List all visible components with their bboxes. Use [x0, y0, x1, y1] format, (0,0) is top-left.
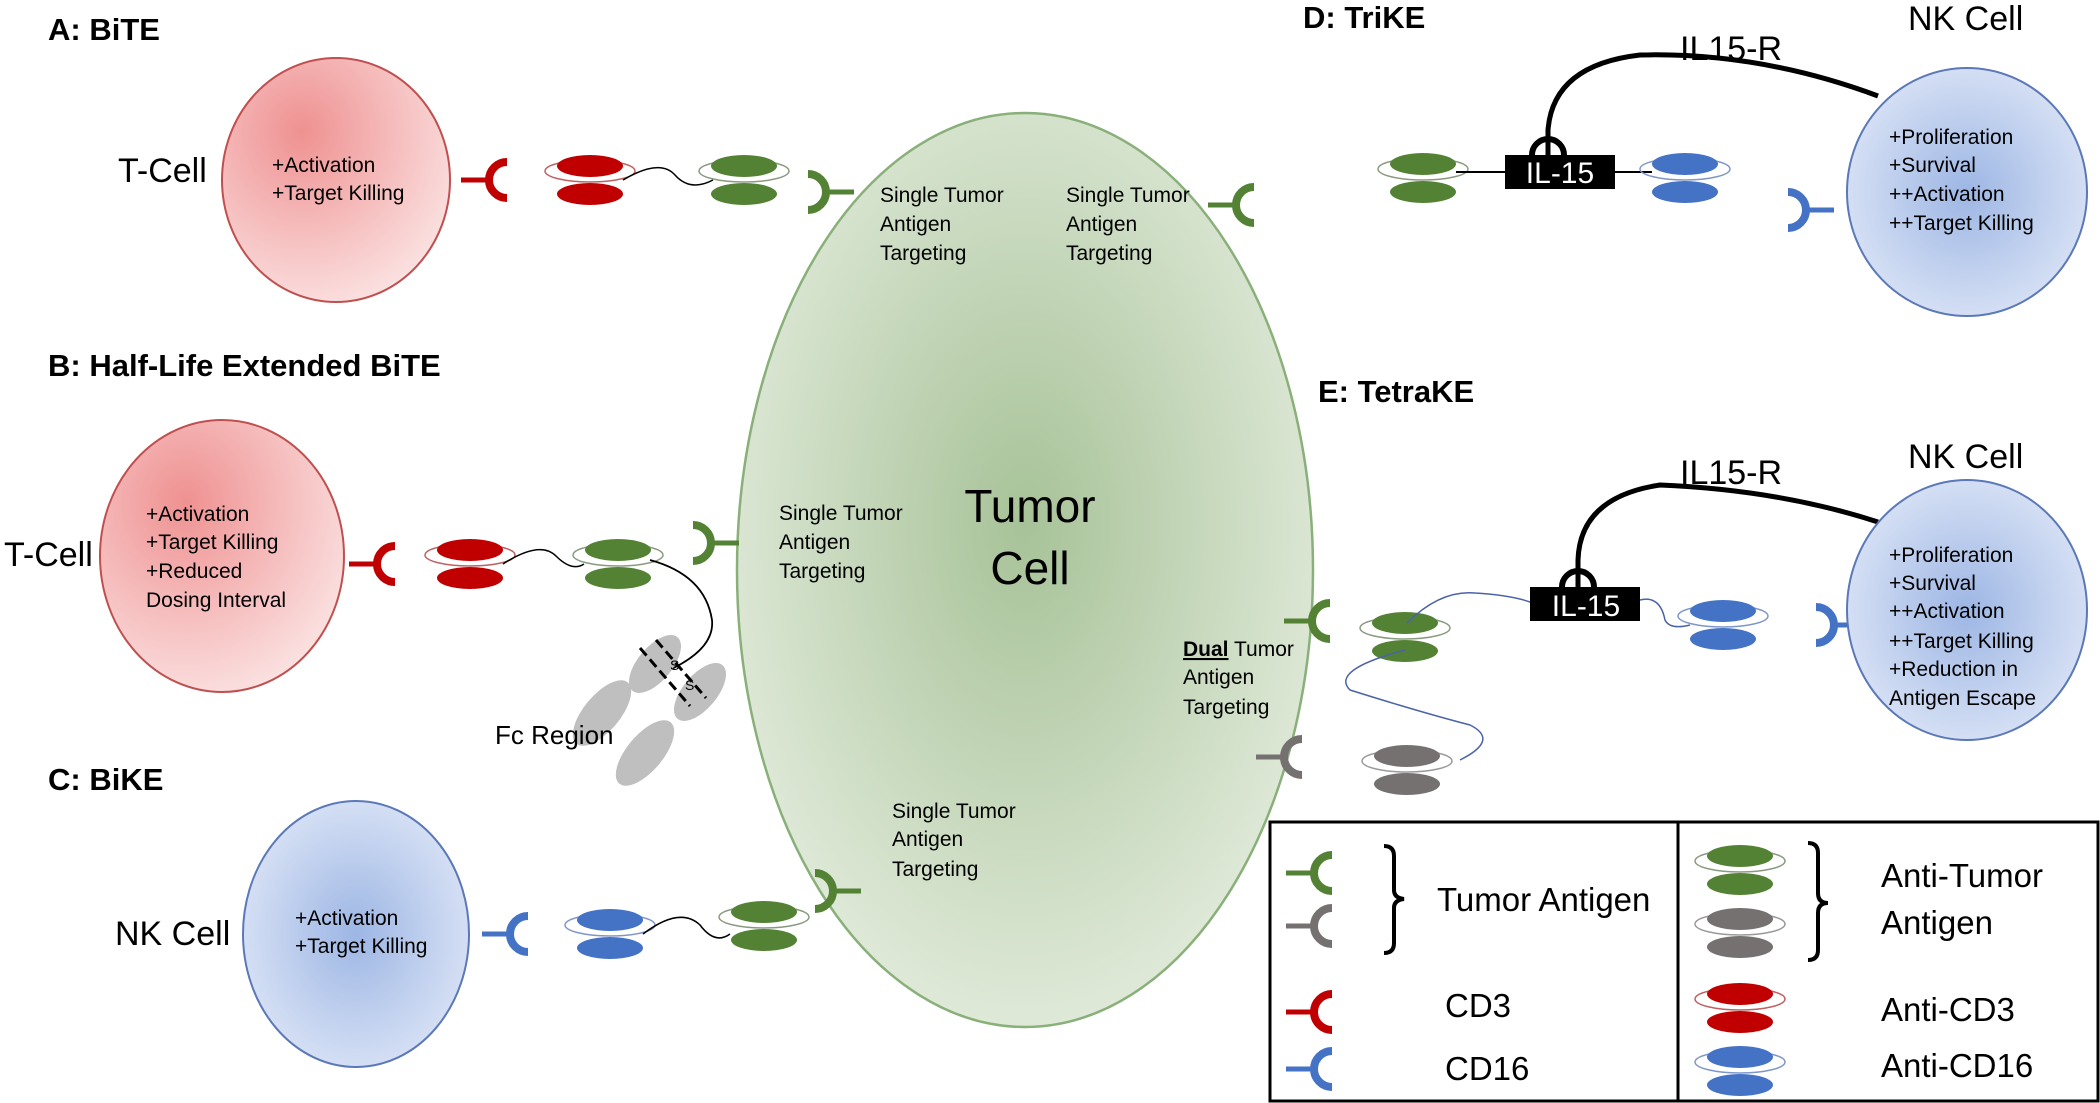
- il15-label-d: IL-15: [1526, 157, 1594, 190]
- svg-text:S: S: [685, 677, 694, 693]
- nk-e-effect-3: ++Activation: [1889, 600, 2005, 623]
- nk-e-effect-5: +Reduction in: [1889, 658, 2018, 681]
- cd16-receptor-c: [482, 916, 528, 952]
- tcell-a-effect-2: +Target Killing: [272, 182, 405, 205]
- legend-anti-tumor-line2: Antigen: [1881, 904, 1993, 941]
- tumor-cell: Tumor Cell: [735, 111, 1315, 1029]
- tcell-a-name: T-Cell: [118, 152, 207, 190]
- tumor-cell-label-line2: Cell: [990, 542, 1069, 594]
- legend-tumor-antigen-label: Tumor Antigen: [1437, 881, 1650, 918]
- panel-a-bite: T-Cell +Activation +Target Killing Singl…: [118, 57, 1004, 303]
- svg-text:S: S: [670, 657, 679, 673]
- anti-tumor-e1: [1359, 611, 1451, 663]
- tumor-antigen-a: [808, 174, 854, 210]
- legend-anti-cd3-label: Anti-CD3: [1881, 991, 2015, 1028]
- cd3-receptor-a: [461, 162, 507, 198]
- legend-anti-tumor-line1: Anti-Tumor: [1881, 857, 2043, 894]
- legend-anti-cd16-label: Anti-CD16: [1881, 1047, 2033, 1084]
- tcell-b-effect-3: +Reduced: [146, 560, 242, 583]
- anti-cd16-c: [564, 908, 656, 960]
- nk-d-effect-3: ++Activation: [1889, 183, 2005, 206]
- dual-rest: Tumor: [1229, 638, 1294, 661]
- panel-b-hle-bite: T-Cell +Activation +Target Killing +Redu…: [4, 419, 903, 786]
- anti-cd16-d: [1639, 152, 1731, 204]
- anti-cd3-b: [424, 538, 516, 590]
- panel-title-d: D: TriKE: [1303, 0, 1425, 35]
- single-d-line2: Antigen: [1066, 213, 1137, 236]
- legend: Tumor Antigen CD3 CD16 Anti-Tumor Antige…: [1268, 820, 2100, 1103]
- panel-d-trike: Single Tumor Antigen Targeting IL-15 IL1…: [1066, 0, 2088, 317]
- nk-e-name: NK Cell: [1908, 438, 2023, 476]
- dual-line3: Targeting: [1183, 696, 1269, 719]
- panel-c-bike: NK Cell +Activation +Target Killing Sing…: [115, 800, 1016, 1068]
- nk-e-effect-2: +Survival: [1889, 572, 1976, 595]
- single-b-line2: Antigen: [779, 531, 850, 554]
- panel-title-e: E: TetraKE: [1318, 374, 1474, 409]
- il15r-label-d: IL15-R: [1680, 30, 1782, 68]
- il15-label-e: IL-15: [1552, 590, 1620, 623]
- tcell-a-effect-1: +Activation: [272, 154, 375, 177]
- single-d-line3: Targeting: [1066, 242, 1152, 265]
- dual-line2: Antigen: [1183, 666, 1254, 689]
- panel-title-b: B: Half-Life Extended BiTE: [48, 348, 441, 383]
- legend-cd3-label: CD3: [1445, 987, 1511, 1024]
- single-d-line1: Single Tumor: [1066, 184, 1190, 207]
- single-a-line3: Targeting: [880, 242, 966, 265]
- nk-d-name: NK Cell: [1908, 0, 2023, 38]
- nk-d-effect-1: +Proliferation: [1889, 126, 2013, 149]
- anti-cd3-a: [544, 154, 636, 206]
- single-c-line3: Targeting: [892, 858, 978, 881]
- tcell-b-effect-2: +Target Killing: [146, 531, 279, 554]
- nk-c-effect-2: +Target Killing: [295, 935, 428, 958]
- nk-e-effect-1: +Proliferation: [1889, 544, 2013, 567]
- single-c-line2: Antigen: [892, 828, 963, 851]
- single-a-line2: Antigen: [880, 213, 951, 236]
- tcell-b-effect-1: +Activation: [146, 503, 249, 526]
- fc-region: S S: [572, 635, 726, 786]
- nk-c-name: NK Cell: [115, 915, 230, 953]
- dual-word: Dual: [1183, 638, 1229, 661]
- single-b-line1: Single Tumor: [779, 502, 903, 525]
- nk-d-effect-2: +Survival: [1889, 154, 1976, 177]
- single-c-line1: Single Tumor: [892, 800, 1016, 823]
- nk-e-effect-6: Antigen Escape: [1889, 687, 2036, 710]
- panel-title-a: A: BiTE: [48, 12, 160, 47]
- fc-region-label: Fc Region: [495, 720, 614, 750]
- cd16-receptor-d: [1788, 192, 1834, 228]
- nk-c-effect-1: +Activation: [295, 907, 398, 930]
- tumor-cell-label-line1: Tumor: [964, 480, 1095, 532]
- anti-tumor-c: [718, 900, 810, 952]
- anti-cd16-e: [1677, 599, 1769, 651]
- nk-e-effect-4: ++Target Killing: [1889, 630, 2034, 653]
- tumor-antigen-d: [1208, 187, 1254, 223]
- legend-cd16-label: CD16: [1445, 1050, 1529, 1087]
- tumor-antigen-b: [693, 525, 739, 561]
- cd3-receptor-b: [349, 546, 395, 582]
- tcell-b-effect-4: Dosing Interval: [146, 589, 286, 612]
- single-a-line1: Single Tumor: [880, 184, 1004, 207]
- single-b-line3: Targeting: [779, 560, 865, 583]
- dual-line1: Dual Tumor: [1183, 638, 1294, 661]
- anti-tumor-b: [572, 538, 664, 590]
- anti-tumor-e2: [1361, 744, 1453, 796]
- anti-tumor-d: [1377, 152, 1469, 204]
- panel-title-c: C: BiKE: [48, 762, 163, 797]
- panel-e-tetrake: Dual Tumor Antigen Targeting IL-15 IL15-…: [1183, 438, 2088, 796]
- nk-d-effect-4: ++Target Killing: [1889, 212, 2034, 235]
- tcell-b-name: T-Cell: [4, 536, 93, 574]
- il15r-label-e: IL15-R: [1680, 454, 1782, 492]
